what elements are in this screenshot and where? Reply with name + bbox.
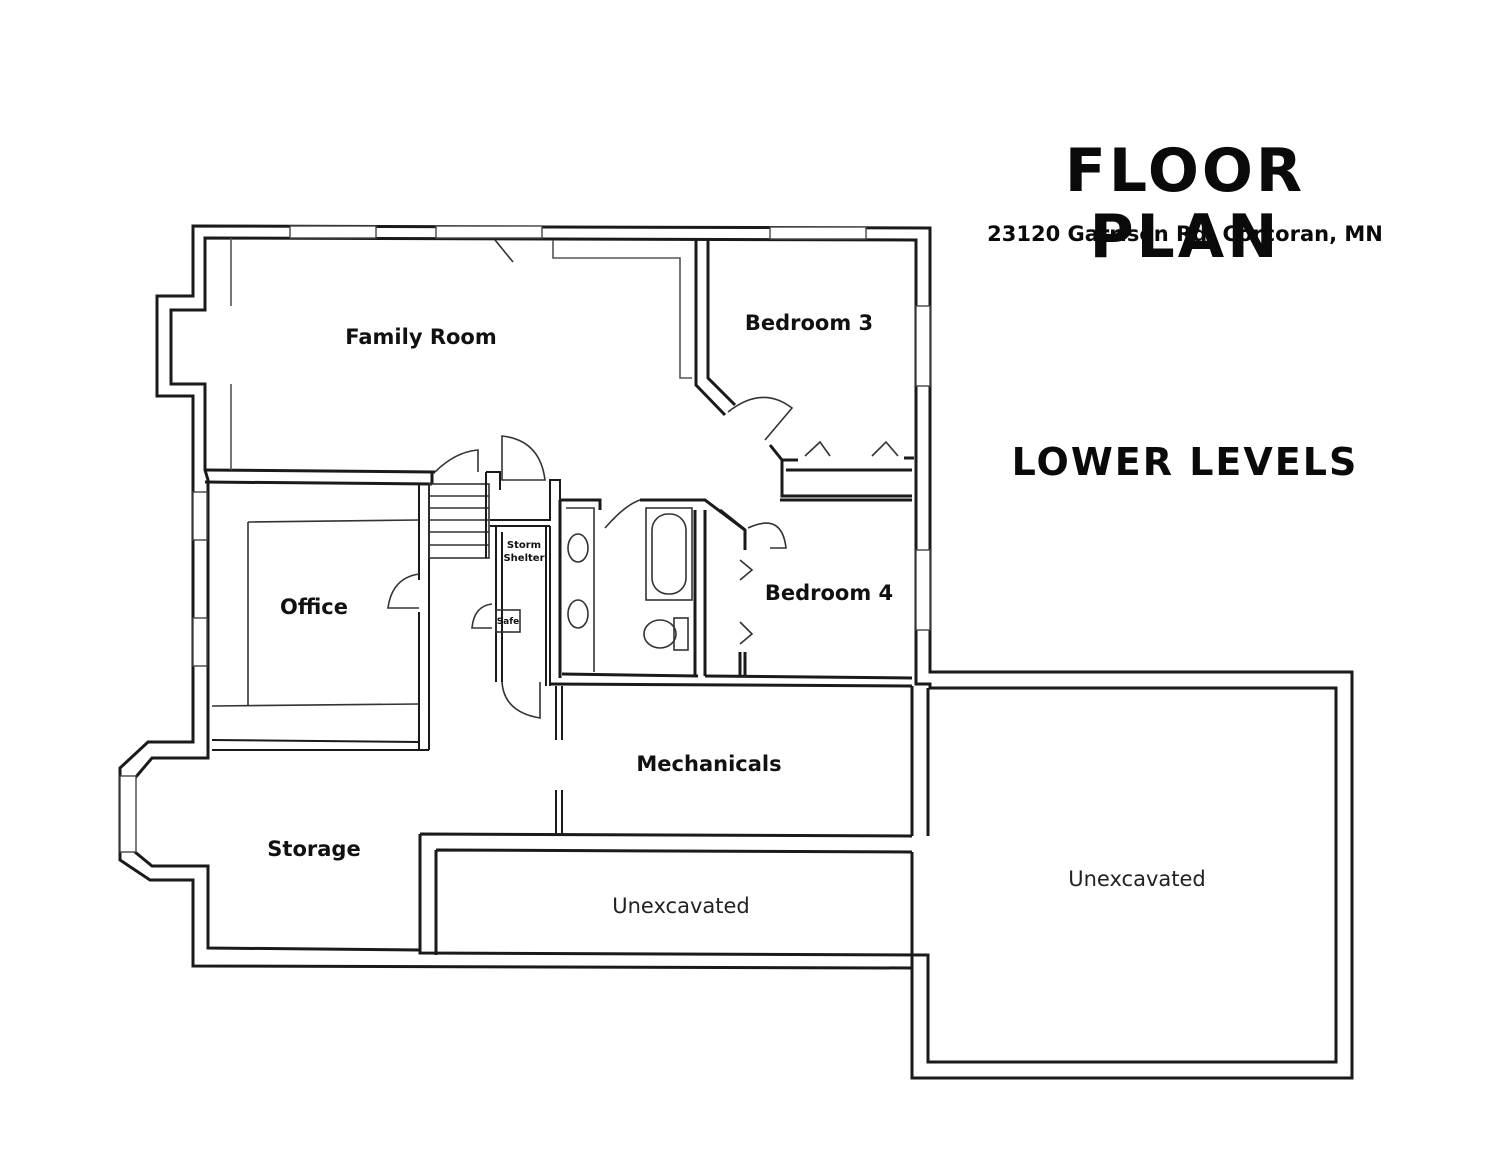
- wall-bathroom: [558, 498, 746, 678]
- plan-address: 23120 Garrison Rd, Corcoran, MN: [987, 222, 1383, 246]
- window-bedroom4-side: [915, 549, 931, 631]
- window-bedroom3-top: [769, 226, 867, 240]
- label-mechanicals: Mechanicals: [636, 752, 781, 776]
- door-safe: [471, 603, 493, 629]
- wall-bedroom3: [694, 240, 914, 498]
- door-bedroom4: [747, 522, 787, 549]
- room-labels: Family Room Bedroom 3 Bedroom 4 Office S…: [267, 311, 1205, 918]
- interior-walls: [204, 238, 930, 968]
- wall-family-office: [204, 468, 436, 486]
- window-bedroom3-side: [915, 305, 931, 387]
- sink-1: [567, 533, 589, 563]
- label-storm-shelter-line2: Shelter: [503, 553, 544, 564]
- window-office-2: [192, 617, 208, 667]
- toilet-bowl: [643, 619, 677, 649]
- bath-vanity: [566, 507, 595, 672]
- exterior-walls: [118, 224, 1354, 1080]
- label-unexcavated-bottom: Unexcavated: [612, 894, 749, 918]
- wall-mechanicals-top: [549, 672, 913, 688]
- stairs: [428, 483, 490, 559]
- label-bedroom-4: Bedroom 4: [765, 581, 893, 605]
- wall-office-bottom: [211, 739, 429, 751]
- bathtub-outer: [645, 507, 693, 601]
- exterior-wall-inner: [133, 236, 1338, 1064]
- door-family-slider: [494, 239, 514, 263]
- safe-box: [495, 609, 521, 633]
- bath-fixtures: [567, 507, 693, 651]
- label-bedroom-3: Bedroom 3: [745, 311, 873, 335]
- wall-bedroom4: [704, 498, 913, 680]
- window-family-2: [435, 225, 543, 239]
- bedroom3-closet-marks: [804, 440, 899, 457]
- sink-2: [567, 599, 589, 629]
- wall-mechanicals-left: [555, 686, 563, 834]
- door-bedroom4-closet-1: [739, 559, 754, 581]
- label-office: Office: [280, 595, 348, 619]
- wall-mechanicals-bottom: [418, 832, 913, 955]
- doors: [387, 239, 794, 719]
- windows: [119, 225, 931, 853]
- label-unexcavated-right: Unexcavated: [1068, 867, 1205, 891]
- plan-level: LOWER LEVELS: [1011, 440, 1359, 484]
- wall-storm-shelter: [485, 471, 561, 686]
- label-safe: Safe: [497, 617, 520, 627]
- office-closet: [211, 519, 420, 707]
- toilet-tank: [673, 617, 689, 651]
- bathtub-inner: [651, 513, 687, 595]
- family-room-builtin: [552, 240, 692, 379]
- window-family-1: [289, 225, 377, 239]
- exterior-wall-outer: [118, 224, 1354, 1080]
- door-shelter-top: [501, 435, 546, 481]
- door-stair-landing: [434, 449, 479, 473]
- window-office-1: [192, 491, 208, 541]
- label-family-room: Family Room: [345, 325, 496, 349]
- door-bedroom3: [727, 396, 794, 441]
- door-office: [387, 573, 420, 609]
- wall-office-right: [418, 484, 430, 750]
- window-bay-storage: [119, 775, 137, 853]
- door-shelter-bottom: [501, 681, 541, 719]
- plan-title: FLOOR PLAN: [1064, 136, 1306, 272]
- door-bathroom: [604, 499, 641, 529]
- wall-mechanicals-right: [910, 686, 930, 968]
- door-bedroom4-closet-2: [739, 621, 754, 645]
- label-storage: Storage: [267, 837, 360, 861]
- label-storm-shelter-line1: Storm: [507, 540, 541, 551]
